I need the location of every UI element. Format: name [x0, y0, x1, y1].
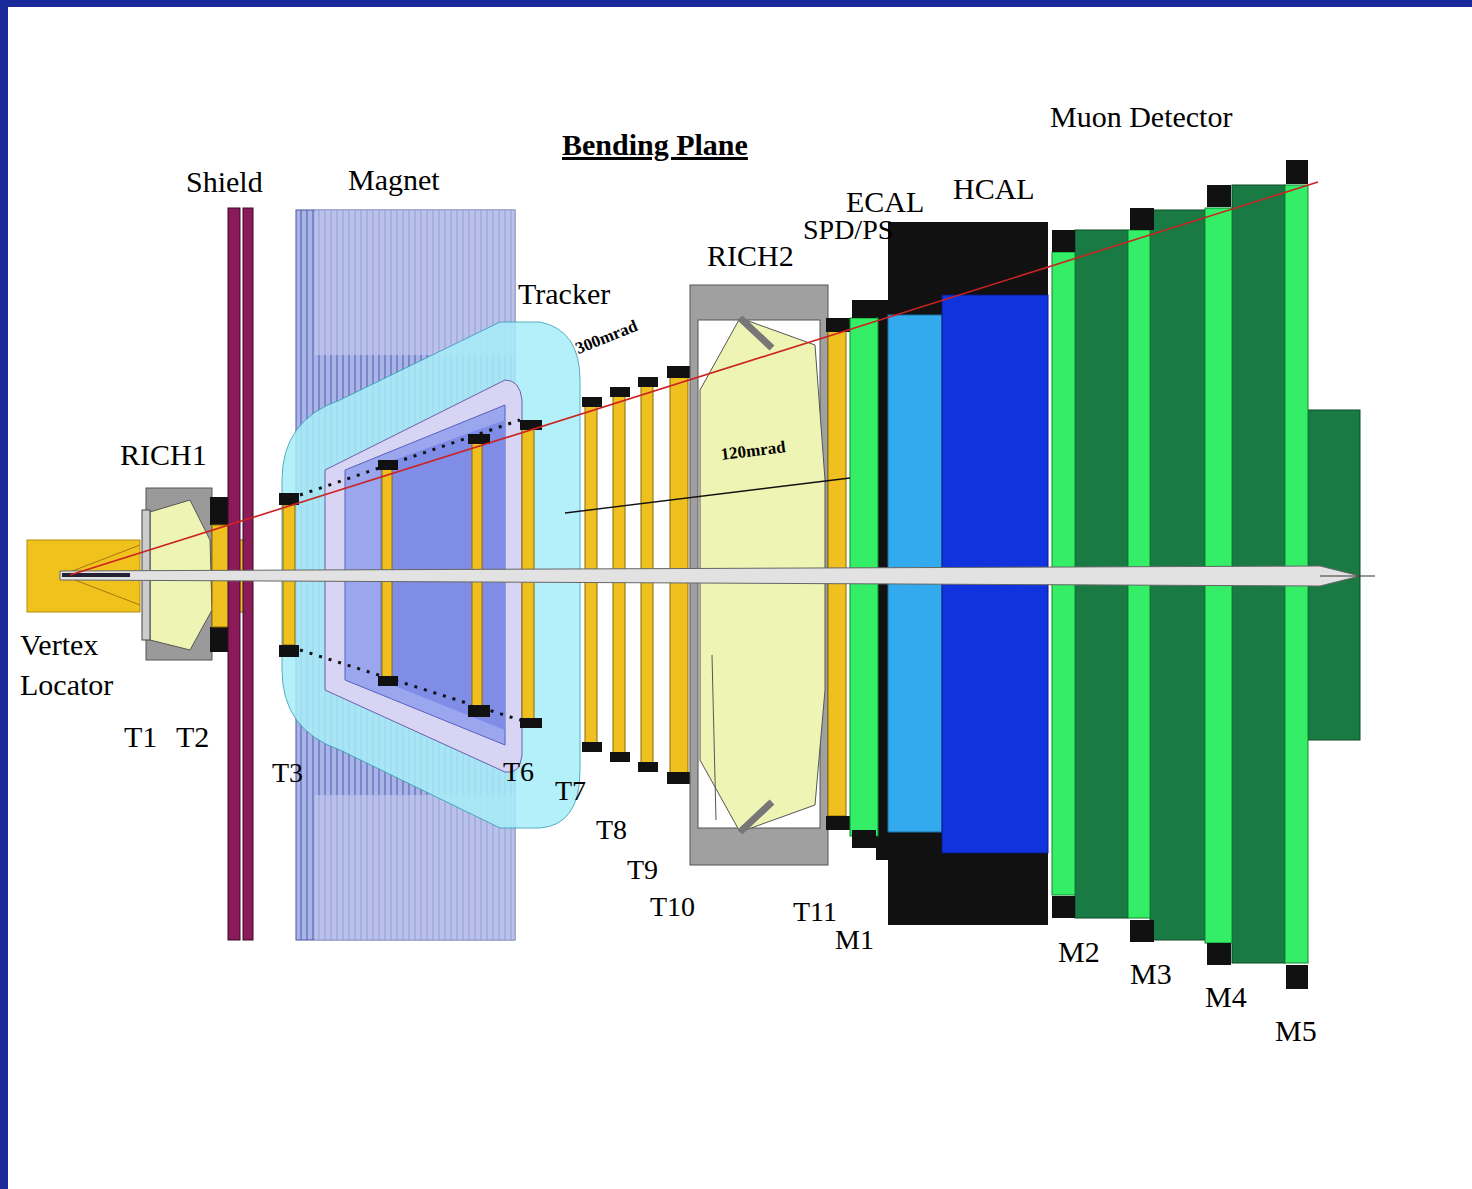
part-label: T8: [596, 815, 627, 846]
part-label: RICH2: [707, 239, 794, 272]
part-label: Tracker: [518, 277, 610, 310]
part-label: 300mrad: [573, 317, 640, 359]
part-label: T9: [627, 855, 658, 886]
part-label: T2: [176, 720, 209, 753]
part-label: HCAL: [953, 172, 1035, 205]
part-label: Shield: [186, 165, 263, 198]
diagram-title: Bending Plane: [562, 128, 748, 161]
part-label: T3: [272, 758, 303, 789]
part-label: Magnet: [348, 163, 440, 196]
part-label: M5: [1275, 1014, 1317, 1047]
part-label: RICH1: [120, 438, 207, 471]
part-label: T11: [793, 897, 837, 928]
part-label: M4: [1205, 980, 1247, 1013]
part-label: T10: [650, 892, 695, 923]
part-label: M2: [1058, 935, 1100, 968]
part-label: ECAL: [846, 185, 924, 218]
part-label: Muon Detector: [1050, 100, 1232, 133]
part-label: Vertex Locator: [20, 625, 140, 705]
part-label: T7: [555, 776, 586, 807]
part-label: T6: [503, 757, 534, 788]
part-label: SPD/PS: [803, 215, 893, 246]
part-label: M3: [1130, 957, 1172, 990]
part-label: T1: [124, 720, 157, 753]
part-label: M1: [835, 925, 874, 956]
